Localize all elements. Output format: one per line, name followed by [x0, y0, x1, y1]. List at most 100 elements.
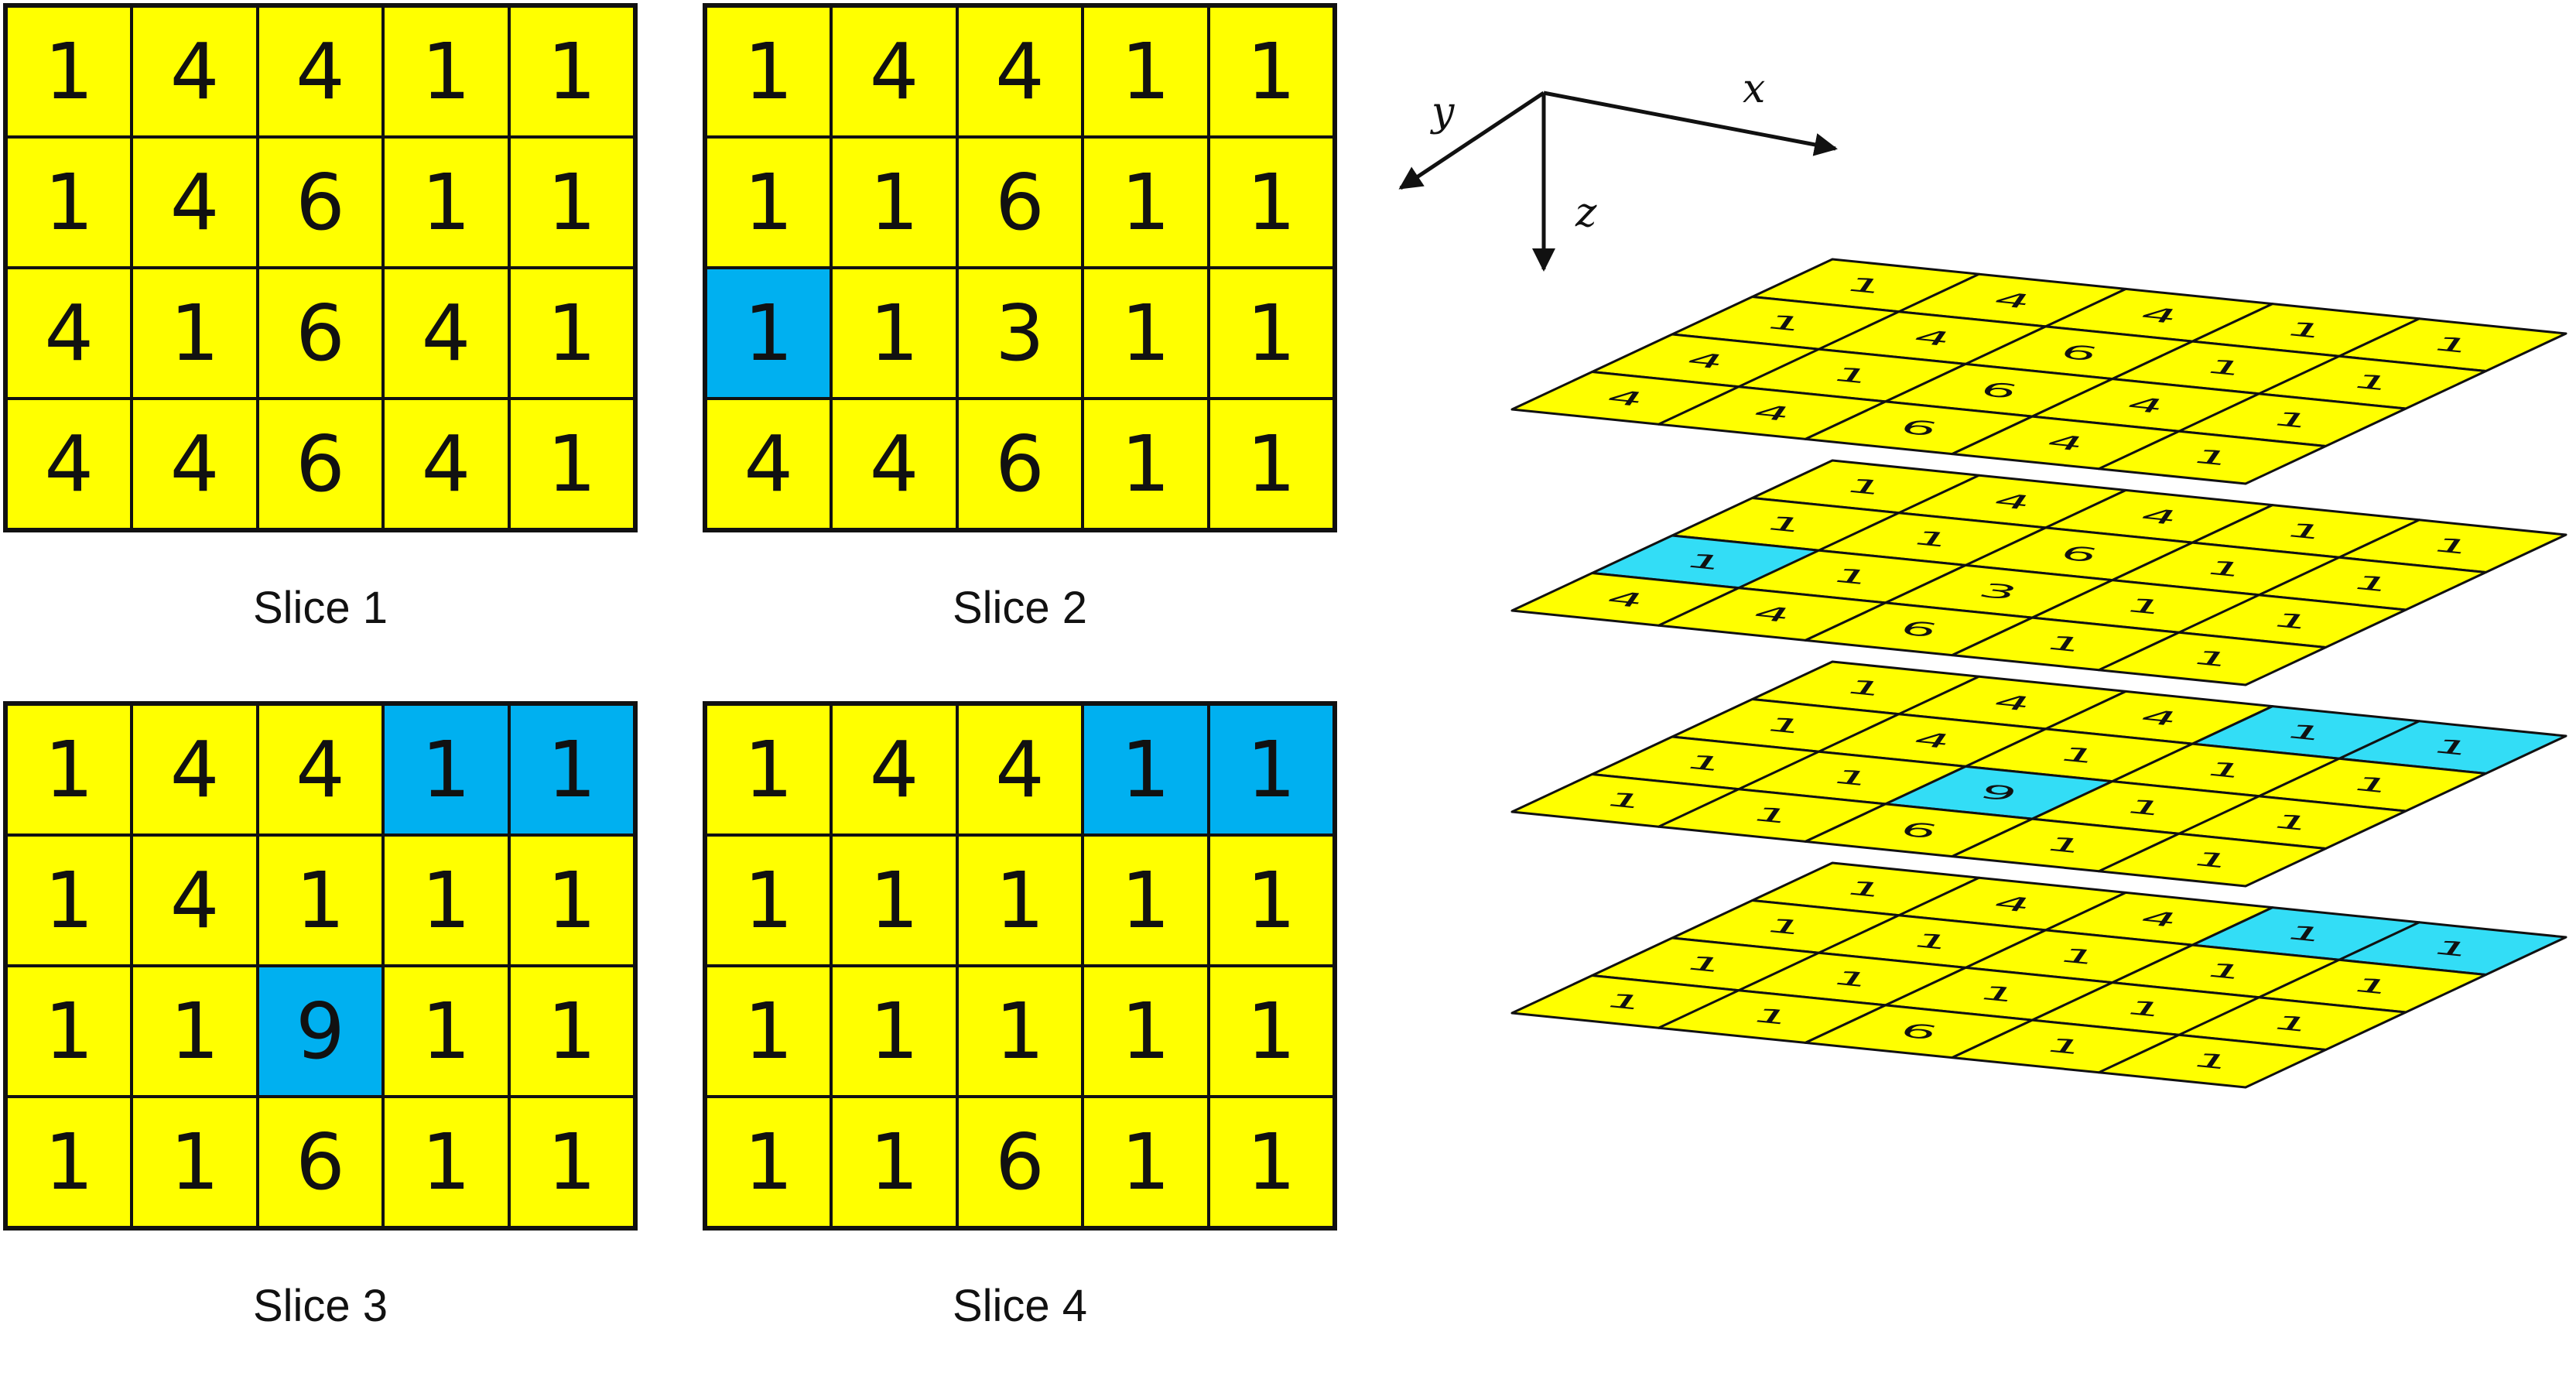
plane-1-value-r4-c5: 1 [2194, 444, 2231, 471]
z-axis-label: z [1575, 190, 1597, 236]
plane-2-value-r3-c5: 1 [2273, 608, 2311, 634]
plane-4-value-r1-c2: 4 [1994, 891, 2031, 917]
slice-3-cell-r1-c4: 1 [383, 704, 509, 835]
slice-4-label: Slice 4 [952, 1281, 1088, 1331]
slice-4-cell-r2-c2: 1 [831, 835, 957, 966]
slice-4-cell-r4-c2: 1 [831, 1097, 957, 1227]
plane-1-value-r2-c1: 1 [1767, 310, 1805, 336]
slice-3-label: Slice 3 [252, 1281, 388, 1331]
plane-4-value-r2-c1: 1 [1767, 913, 1805, 940]
slice-3-cell-r4-c1: 1 [6, 1097, 132, 1227]
slice-3-cell-r4-c3: 6 [257, 1097, 384, 1227]
plane-1-value-r1-c3: 4 [2140, 302, 2177, 328]
slice-1-label: Slice 1 [252, 583, 388, 633]
slice-1-cell-r4-c2: 4 [132, 399, 258, 529]
plane-1-value-r1-c1: 1 [1847, 272, 1884, 299]
plane-2-value-r1-c1: 1 [1847, 474, 1884, 500]
plane-2-value-r1-c4: 1 [2287, 518, 2325, 544]
plane-2-value-r4-c2: 4 [1753, 601, 1791, 627]
slice-2-cell-r4-c2: 4 [831, 399, 957, 529]
plane-3-value-r4-c1: 1 [1607, 787, 1644, 813]
slice-4-cell-r1-c1: 1 [706, 704, 832, 835]
slice-4-cell-r3-c4: 1 [1083, 966, 1209, 1097]
slice-4-cell-r1-c5: 1 [1208, 704, 1334, 835]
plane-1-value-r1-c4: 1 [2287, 317, 2325, 343]
plane-4-value-r1-c1: 1 [1847, 876, 1884, 902]
slice-1-cell-r2-c4: 1 [383, 137, 509, 268]
slice-2-cell-r1-c5: 1 [1208, 6, 1334, 137]
plane-1-value-r3-c2: 1 [1834, 362, 1871, 388]
plane-1-value-r2-c5: 1 [2354, 369, 2391, 395]
plane-3-value-r2-c2: 4 [1914, 727, 1951, 753]
slice-3-cell-r2-c3: 1 [257, 835, 384, 966]
plane-4-value-r2-c2: 1 [1914, 928, 1951, 954]
plane-1-value-r3-c4: 4 [2127, 392, 2164, 418]
slice-2-cell-r3-c1: 1 [706, 268, 832, 399]
plane-3-value-r1-c4: 1 [2287, 719, 2325, 745]
slice-3-cell-r2-c5: 1 [508, 835, 635, 966]
slice-4-cell-r1-c3: 4 [956, 704, 1083, 835]
plane-1-value-r3-c3: 6 [1980, 377, 2017, 403]
slice-1-cell-r1-c4: 1 [383, 6, 509, 137]
plane-2-value-r3-c3: 3 [1980, 578, 2017, 604]
slice-2-cell-r4-c5: 1 [1208, 399, 1334, 529]
plane-2-value-r4-c1: 4 [1607, 586, 1644, 612]
plane-1-value-r2-c3: 6 [2061, 340, 2098, 366]
plane-4-value-r3-c2: 1 [1834, 966, 1871, 992]
slice-2-label: Slice 2 [952, 583, 1088, 633]
slice-3-cell-r1-c5: 1 [508, 704, 635, 835]
plane-3-value-r3-c5: 1 [2273, 810, 2311, 836]
plane-1-value-r1-c5: 1 [2434, 331, 2471, 358]
slice-2-cell-r2-c3: 6 [956, 137, 1083, 268]
plane-2-value-r3-c4: 1 [2127, 593, 2164, 619]
plane-1-value-r4-c4: 4 [2047, 430, 2084, 456]
plane-4-value-r3-c1: 1 [1687, 951, 1724, 977]
plane-4-value-r4-c1: 1 [1607, 988, 1644, 1015]
plane-4-value-r4-c2: 1 [1753, 1003, 1791, 1029]
slice-4-cell-r2-c4: 1 [1083, 835, 1209, 966]
plane-4-value-r3-c5: 1 [2273, 1011, 2311, 1037]
plane-2-value-r2-c2: 1 [1914, 525, 1951, 552]
plane-3-value-r4-c4: 1 [2047, 832, 2084, 858]
plane-1-value-r3-c1: 4 [1687, 347, 1724, 374]
plane-1-value-r2-c4: 1 [2207, 354, 2244, 381]
plane-3-value-r4-c3: 6 [1900, 817, 1938, 844]
plane-3-cell-r4-c5 [2097, 832, 2327, 888]
slice-4-cell-r4-c4: 1 [1083, 1097, 1209, 1227]
plane-2-value-r4-c4: 1 [2047, 631, 2084, 657]
plane-4-value-r4-c4: 1 [2047, 1033, 2084, 1059]
stacked-planes: 1441114611416414464114411116111131144611… [1510, 258, 2567, 1089]
slice-3-cell-r1-c2: 4 [132, 704, 258, 835]
slice-3-cell-r1-c3: 4 [257, 704, 384, 835]
plane-2-value-r4-c3: 6 [1900, 616, 1938, 642]
plane-3-value-r2-c1: 1 [1767, 712, 1805, 738]
slice-1-cell-r1-c3: 4 [257, 6, 384, 137]
slice-2-cell-r2-c5: 1 [1208, 137, 1334, 268]
slice-2-cell-r1-c4: 1 [1083, 6, 1209, 137]
slice-1-cell-r3-c2: 1 [132, 268, 258, 399]
slice-4-cell-r2-c1: 1 [706, 835, 832, 966]
plane-3-value-r2-c4: 1 [2207, 757, 2244, 783]
plane-4-value-r2-c5: 1 [2354, 973, 2391, 999]
plane-4-value-r4-c3: 6 [1900, 1018, 1938, 1045]
y-axis-label: y [1430, 89, 1455, 135]
slice-1-cell-r3-c1: 4 [6, 268, 132, 399]
plane-1-value-r4-c1: 4 [1607, 385, 1644, 411]
plane-4-value-r2-c3: 1 [2061, 943, 2098, 970]
slice-2-cell-r4-c3: 6 [956, 399, 1083, 529]
slice-1-cell-r1-c2: 4 [132, 6, 258, 137]
plane-2-value-r4-c5: 1 [2194, 645, 2231, 672]
slice-1-cell-r3-c3: 6 [257, 268, 384, 399]
slice-1-cell-r2-c3: 6 [257, 137, 384, 268]
plane-4-value-r1-c3: 4 [2140, 905, 2177, 932]
slice-2-cell-r2-c1: 1 [706, 137, 832, 268]
plane-4-value-r1-c5: 1 [2434, 936, 2471, 962]
x-axis-label: x [1743, 66, 1765, 112]
plane-2-value-r2-c3: 6 [2061, 541, 2098, 567]
